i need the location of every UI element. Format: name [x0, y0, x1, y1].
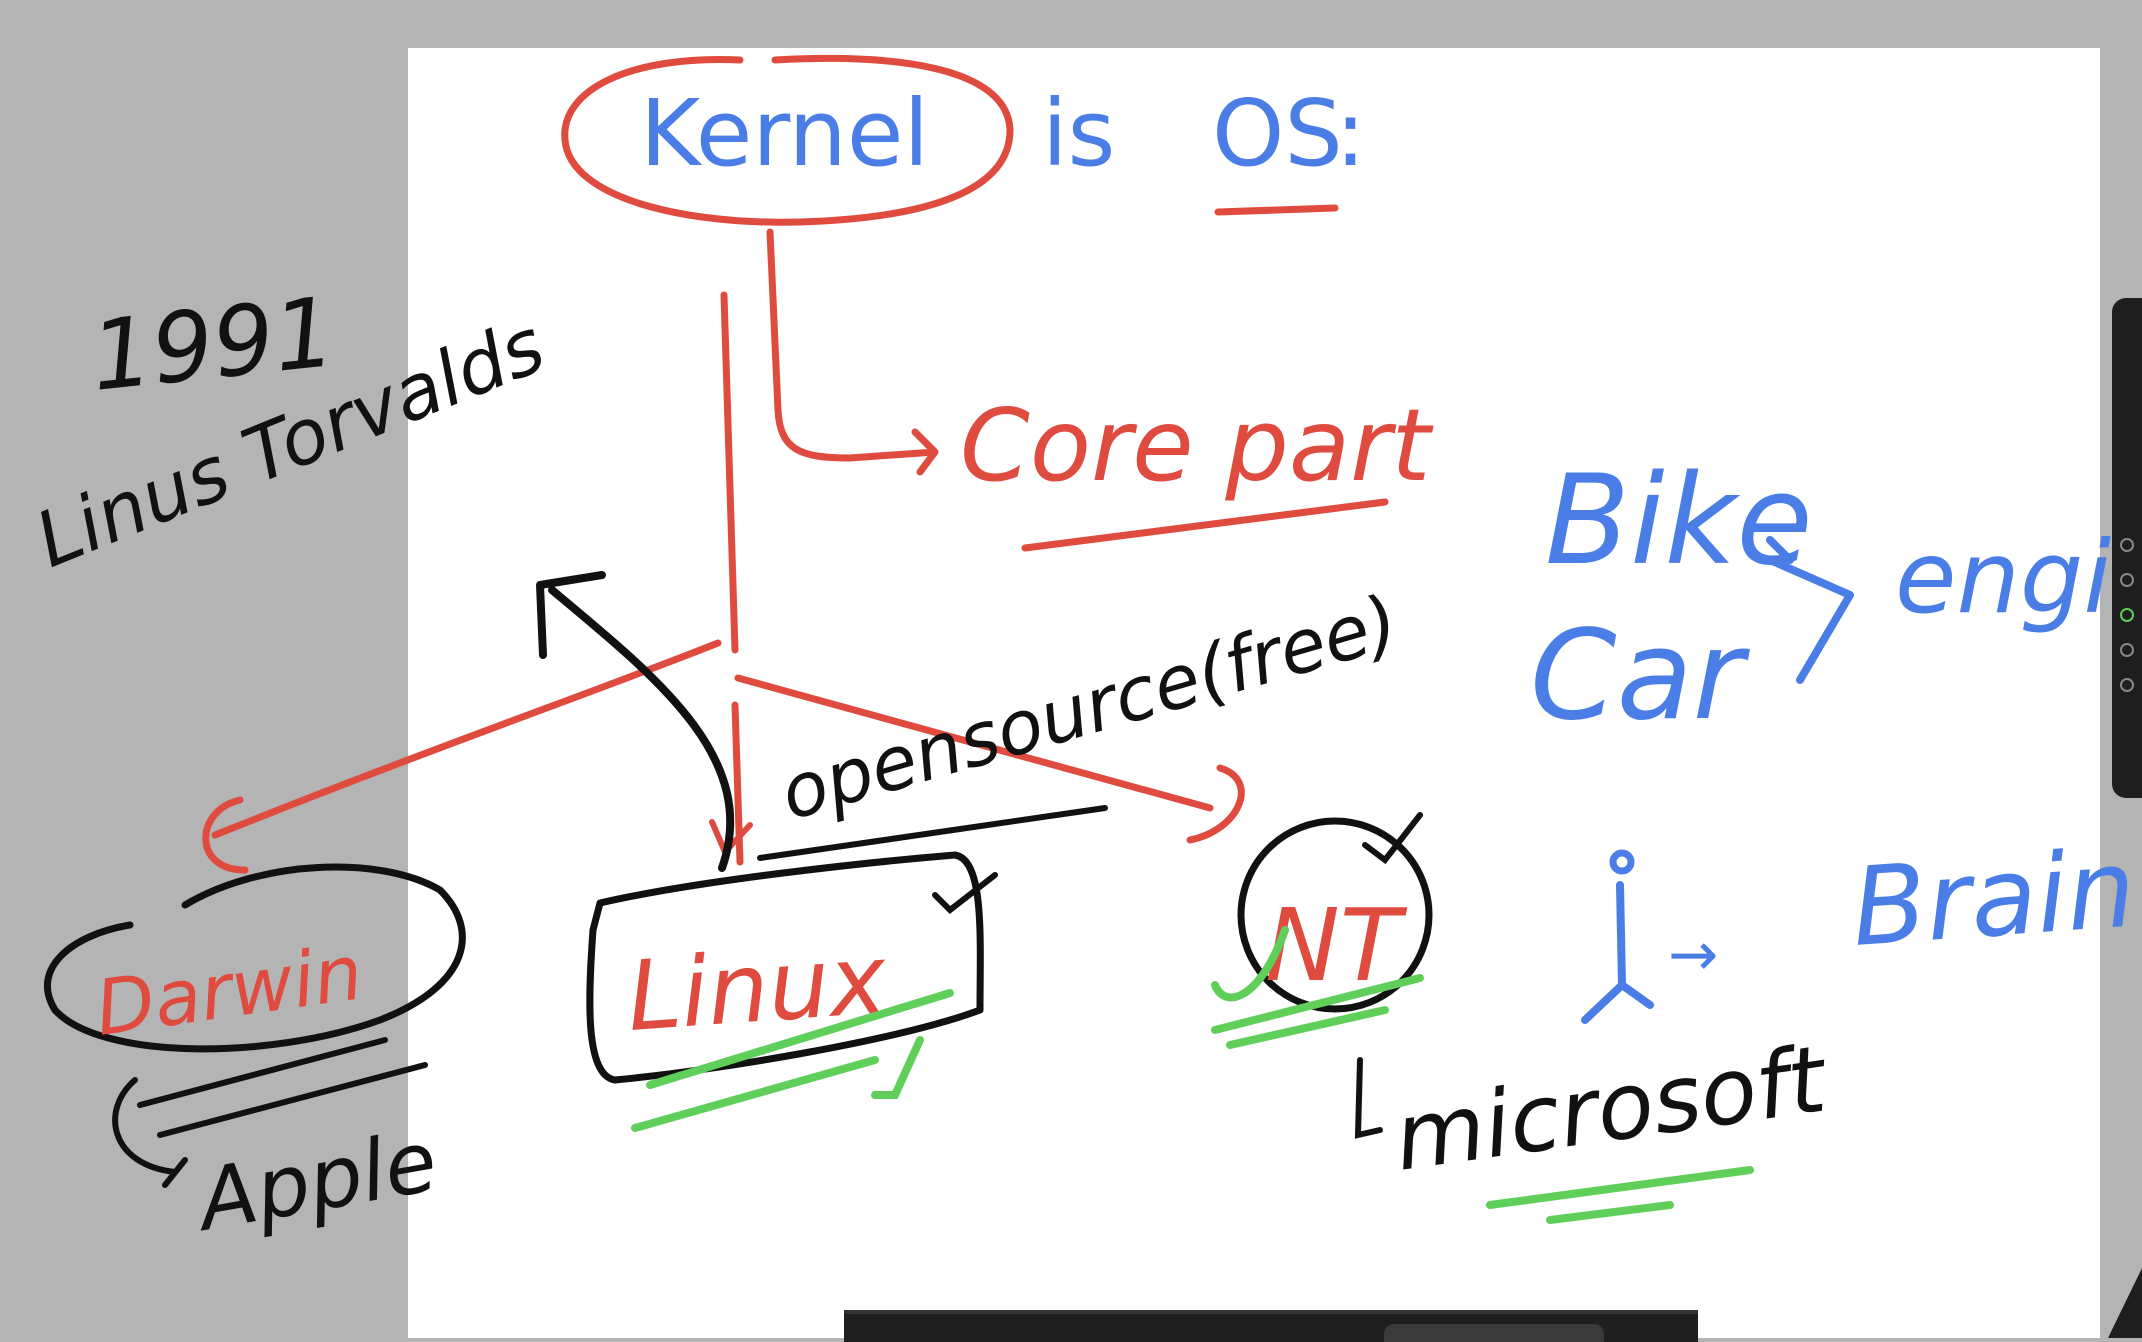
stick-figure-icon [1581, 849, 1654, 1024]
year-label: 1991 [86, 276, 341, 413]
tool-dot[interactable] [2120, 573, 2134, 587]
darwin-circle [44, 863, 466, 1053]
brain-label: Brain [1848, 826, 2139, 970]
engine-label: engi [1895, 519, 2111, 636]
whiteboard-slide [408, 48, 2100, 1338]
car-label: Car [1530, 604, 1751, 748]
linux-check [932, 872, 998, 914]
microsoft-label: microsoft [1388, 1025, 1834, 1192]
title-is: is [1042, 80, 1116, 187]
linux-box [586, 851, 984, 1084]
microsoft-green-underline [1486, 1166, 1754, 1224]
core-part-label: Core part [960, 387, 1434, 504]
open-source-underline [757, 805, 1108, 861]
os-underline [1214, 204, 1339, 216]
darwin-underlines [137, 1037, 428, 1138]
nt-check [1362, 812, 1423, 865]
bike-label: Bike [1545, 449, 1813, 593]
tool-dot[interactable] [2120, 608, 2134, 622]
nt-branch [734, 674, 1245, 844]
title-kernel: Kernel [640, 80, 929, 187]
core-arrow [766, 228, 939, 476]
linux-to-author-arrow [536, 571, 735, 872]
bike-car-bracket [1766, 536, 1854, 684]
linux-green-underline [631, 989, 954, 1132]
title-os: OS [1212, 80, 1343, 187]
title: Kernel is OS : [640, 80, 1366, 187]
apple-bracket [112, 1077, 188, 1188]
person-arrow: → [1668, 920, 1718, 990]
tool-dot[interactable] [2120, 538, 2134, 552]
open-source-label: opensource(free) [771, 579, 1407, 837]
title-colon: : [1335, 80, 1366, 187]
tool-dot[interactable] [2120, 678, 2134, 692]
core-part-underline [1021, 498, 1389, 552]
bottom-toolbar[interactable] [844, 1310, 1698, 1342]
side-toolbar[interactable] [2112, 298, 2142, 798]
resize-corner-icon[interactable] [2108, 1268, 2142, 1338]
bottom-handle[interactable] [1384, 1324, 1604, 1342]
apple-label: Apple [187, 1112, 444, 1251]
tool-dot[interactable] [2120, 643, 2134, 657]
darwin-branch [202, 639, 722, 874]
microsoft-bracket [1354, 1057, 1383, 1139]
kernel-circle [561, 54, 1014, 226]
nt-green-marks [1211, 926, 1424, 1049]
nt-circle [1237, 817, 1433, 1013]
linux-label: Linux [624, 923, 891, 1053]
